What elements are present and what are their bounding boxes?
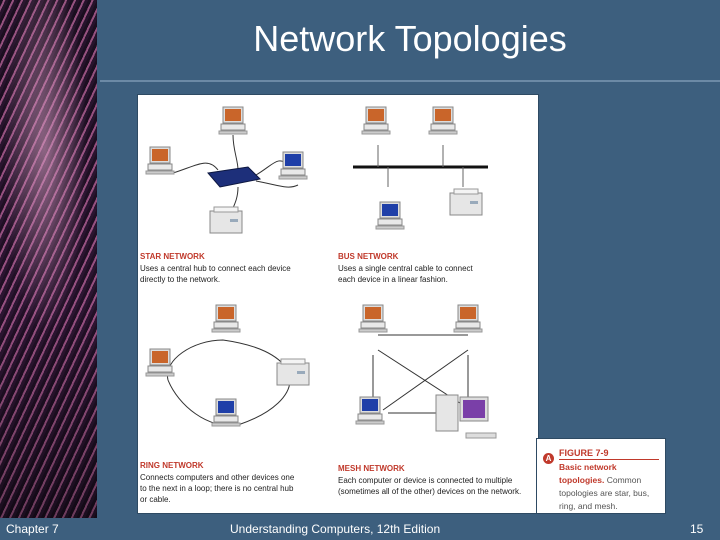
svg-text:Uses a central hub to connect: Uses a central hub to connect each devic… (140, 264, 293, 284)
caption-rule (559, 459, 659, 460)
star-text-line-1: Uses a central hub to connect each devic… (140, 264, 291, 273)
svg-text:Each computer or device is con: Each computer or device is connected to … (338, 476, 521, 496)
slide-title: Network Topologies (100, 18, 720, 60)
mesh-heading: MESH NETWORK (338, 464, 405, 473)
topology-diagram: STAR NETWORK Uses a central hub to conne… (138, 95, 538, 513)
figure-number: FIGURE 7-9 (559, 448, 609, 458)
title-divider (100, 80, 720, 82)
figure-caption-box: A FIGURE 7-9 Basic network topologies. C… (536, 438, 666, 514)
ring-heading: RING NETWORK (140, 461, 204, 470)
ring-network-illustration (146, 305, 309, 426)
star-network-caption: STAR NETWORK Uses a central hub to conne… (140, 252, 293, 284)
bus-network-illustration (353, 107, 488, 229)
page-number: 15 (690, 522, 703, 536)
footer-chapter: Chapter 7 (6, 522, 59, 536)
ring-text-line-3: or cable. (140, 495, 171, 504)
mesh-tower-computer (436, 395, 496, 438)
ring-text-line-1: Connects computers and other devices one (140, 473, 295, 482)
publisher-logo-icon: A (543, 453, 554, 464)
bus-heading: BUS NETWORK (338, 252, 399, 261)
ring-network-caption: RING NETWORK Connects computers and othe… (140, 461, 297, 504)
star-heading: STAR NETWORK (140, 252, 205, 261)
mesh-text-line-2: (sometimes all of the other) devices on … (338, 487, 521, 496)
figure-caption-text: Basic network topologies. Common topolog… (559, 461, 661, 513)
bus-text-line-1: Uses a single central cable to connect (338, 264, 474, 273)
bus-network-caption: BUS NETWORK Uses a single central cable … (338, 252, 475, 284)
svg-text:Uses a single central cable to: Uses a single central cable to connect e… (338, 264, 475, 284)
topology-figure: STAR NETWORK Uses a central hub to conne… (137, 94, 539, 514)
ring-text-line-2: to the next in a loop; there is no centr… (140, 484, 294, 493)
slide-footer: Chapter 7 Understanding Computers, 12th … (0, 518, 720, 540)
decorative-side-panel (0, 0, 97, 518)
svg-text:Connects computers and other d: Connects computers and other devices one… (140, 473, 297, 504)
mesh-network-caption: MESH NETWORK Each computer or device is … (338, 464, 521, 496)
bus-text-line-2: each device in a linear fashion. (338, 275, 448, 284)
footer-book-title: Understanding Computers, 12th Edition (230, 522, 440, 536)
star-text-line-2: directly to the network. (140, 275, 220, 284)
star-network-illustration (146, 107, 307, 233)
mesh-text-line-1: Each computer or device is connected to … (338, 476, 513, 485)
mesh-network-illustration (356, 305, 496, 438)
